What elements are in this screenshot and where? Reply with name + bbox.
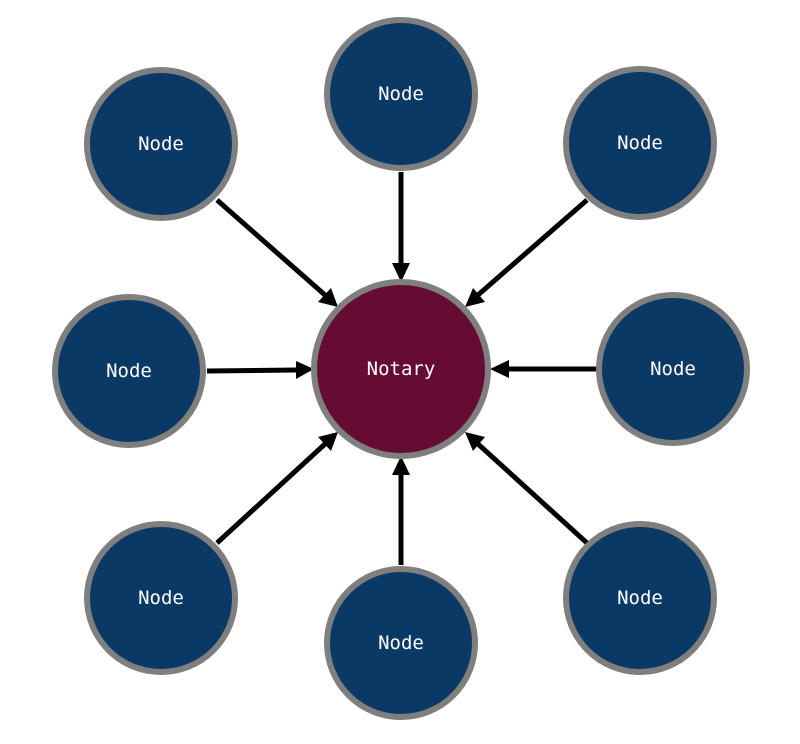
node-top: Node <box>324 17 478 171</box>
arrowhead-bottom <box>392 456 410 475</box>
node-top-right: Node <box>563 66 717 220</box>
node-label: Node <box>378 632 424 654</box>
node-bottom: Node <box>324 566 478 720</box>
node-circle <box>52 294 206 448</box>
node-bottom-left: Node <box>84 521 238 675</box>
edge-bottom-right-to-notary <box>476 442 589 545</box>
node-label: Node <box>138 133 184 155</box>
arrowhead-top-left <box>318 288 338 307</box>
node-label: Node <box>138 587 184 609</box>
notary-circle <box>311 279 491 459</box>
node-circle <box>84 67 238 221</box>
node-label: Node <box>617 132 663 154</box>
hub-notary: Notary <box>311 279 491 459</box>
node-label: Node <box>378 83 424 105</box>
edge-left-to-notary <box>206 367 297 374</box>
arrowhead-bottom-right <box>465 432 485 451</box>
node-circle <box>563 66 717 220</box>
node-top-left: Node <box>84 67 238 221</box>
node-circle <box>324 17 478 171</box>
node-label: Node <box>106 360 152 382</box>
node-bottom-right: Node <box>563 521 717 675</box>
edge-top-right-to-notary <box>476 198 589 297</box>
node-circle <box>563 521 717 675</box>
node-circle <box>324 566 478 720</box>
node-left: Node <box>52 294 206 448</box>
arrowhead-right <box>490 360 509 378</box>
edges-layer <box>206 172 598 565</box>
notary-label: Notary <box>367 358 436 380</box>
arrowhead-left <box>296 361 314 379</box>
node-right: Node <box>596 292 750 446</box>
edge-bottom-left-to-notary <box>215 442 327 545</box>
node-label: Node <box>650 358 696 380</box>
edge-top-left-to-notary <box>215 198 327 297</box>
node-circle <box>84 521 238 675</box>
node-label: Node <box>617 587 663 609</box>
arrowhead-top <box>392 263 410 282</box>
arrowhead-top-right <box>465 288 485 307</box>
node-circle <box>596 292 750 446</box>
arrowhead-bottom-left <box>318 432 338 451</box>
